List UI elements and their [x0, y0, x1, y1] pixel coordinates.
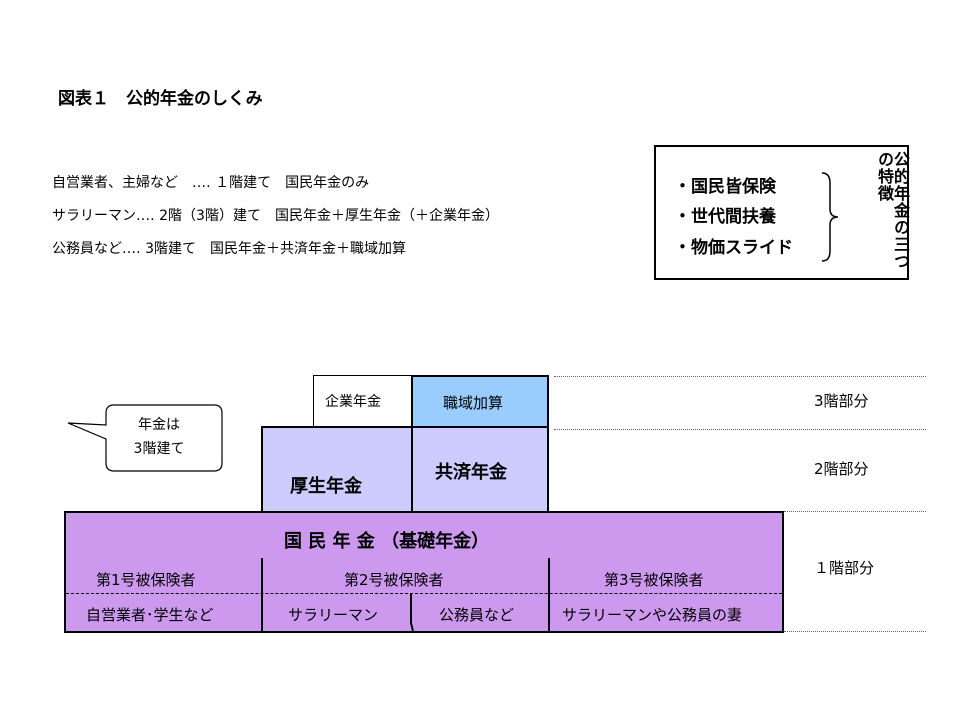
page-title: 図表１ 公的年金のしくみ	[58, 89, 263, 109]
kosei-nenkin-label: 厚生年金	[290, 476, 362, 497]
kigyo-nenkin-block	[313, 375, 411, 427]
tier-label-1: １階部分	[814, 559, 875, 577]
tier-line-1-bottom	[784, 631, 926, 632]
kigyo-nenkin-label: 企業年金	[325, 394, 381, 410]
tier-line-2-bottom	[784, 511, 926, 512]
group-civil-servant-label: 公務員など	[439, 606, 515, 624]
divider-salaryman-civil-servant	[410, 593, 414, 632]
tier-line-3-top	[554, 376, 926, 377]
speech-bubble-icon	[67, 404, 223, 472]
insured-no1-label: 第1号被保険者	[96, 571, 196, 589]
features-side-label: 公的年金の三つの特徴	[875, 151, 910, 270]
kyosai-nenkin-block: 共済年金	[411, 426, 549, 513]
tier-line-3-bottom	[554, 429, 926, 430]
shokuiki-kasan-block: 職域加算	[411, 375, 549, 428]
tier-label-3: 3階部分	[814, 392, 869, 410]
insured-no2-label: 第2号被保険者	[344, 571, 444, 589]
features-box: ・国民皆保険 ・世代間扶養 ・物価スライド 公的年金の三つの特徴	[654, 145, 910, 280]
divider-no1-no2	[261, 558, 263, 633]
insured-no3-label: 第3号被保険者	[604, 571, 704, 589]
feature-universal-insurance: ・国民皆保険	[674, 177, 776, 197]
tier-label-2: 2階部分	[814, 460, 869, 478]
kosei-nenkin-block: 厚生年金	[261, 426, 413, 513]
feature-price-slide: ・物価スライド	[674, 238, 793, 258]
shokuiki-kasan-label: 職域加算	[443, 394, 504, 412]
insured-group-divider	[66, 593, 782, 594]
group-spouse-label: サラリーマンや公務員の妻	[562, 606, 743, 624]
group-salaryman-label: サラリーマン	[288, 606, 379, 624]
group-self-employed-label: 自営業者･学生など	[86, 606, 214, 624]
summary-line-civil-servant: 公務員など‥‥ 3階建て 国民年金＋共済年金＋職域加算	[52, 241, 407, 257]
kyosai-nenkin-label: 共済年金	[435, 462, 507, 483]
right-brace-icon	[821, 172, 839, 262]
bubble-line-2: 3階建て	[133, 441, 185, 457]
divider-no2-no3	[548, 558, 550, 633]
bubble-line-1: 年金は	[138, 417, 180, 433]
bubble-text: 年金は 3階建て	[95, 413, 223, 461]
summary-line-self-employed: 自営業者、主婦など ‥‥ １階建て 国民年金のみ	[52, 175, 370, 191]
summary-line-salaryman: サラリーマン‥‥ 2階（3階）建て 国民年金＋厚生年金（＋企業年金）	[52, 208, 499, 224]
kokumin-nenkin-label: 国 民 年 金 （基礎年金）	[284, 531, 490, 552]
kokumin-nenkin-block: 国 民 年 金 （基礎年金） 第1号被保険者 第2号被保険者 第3号被保険者 自…	[64, 511, 784, 633]
feature-intergenerational-support: ・世代間扶養	[674, 207, 776, 227]
